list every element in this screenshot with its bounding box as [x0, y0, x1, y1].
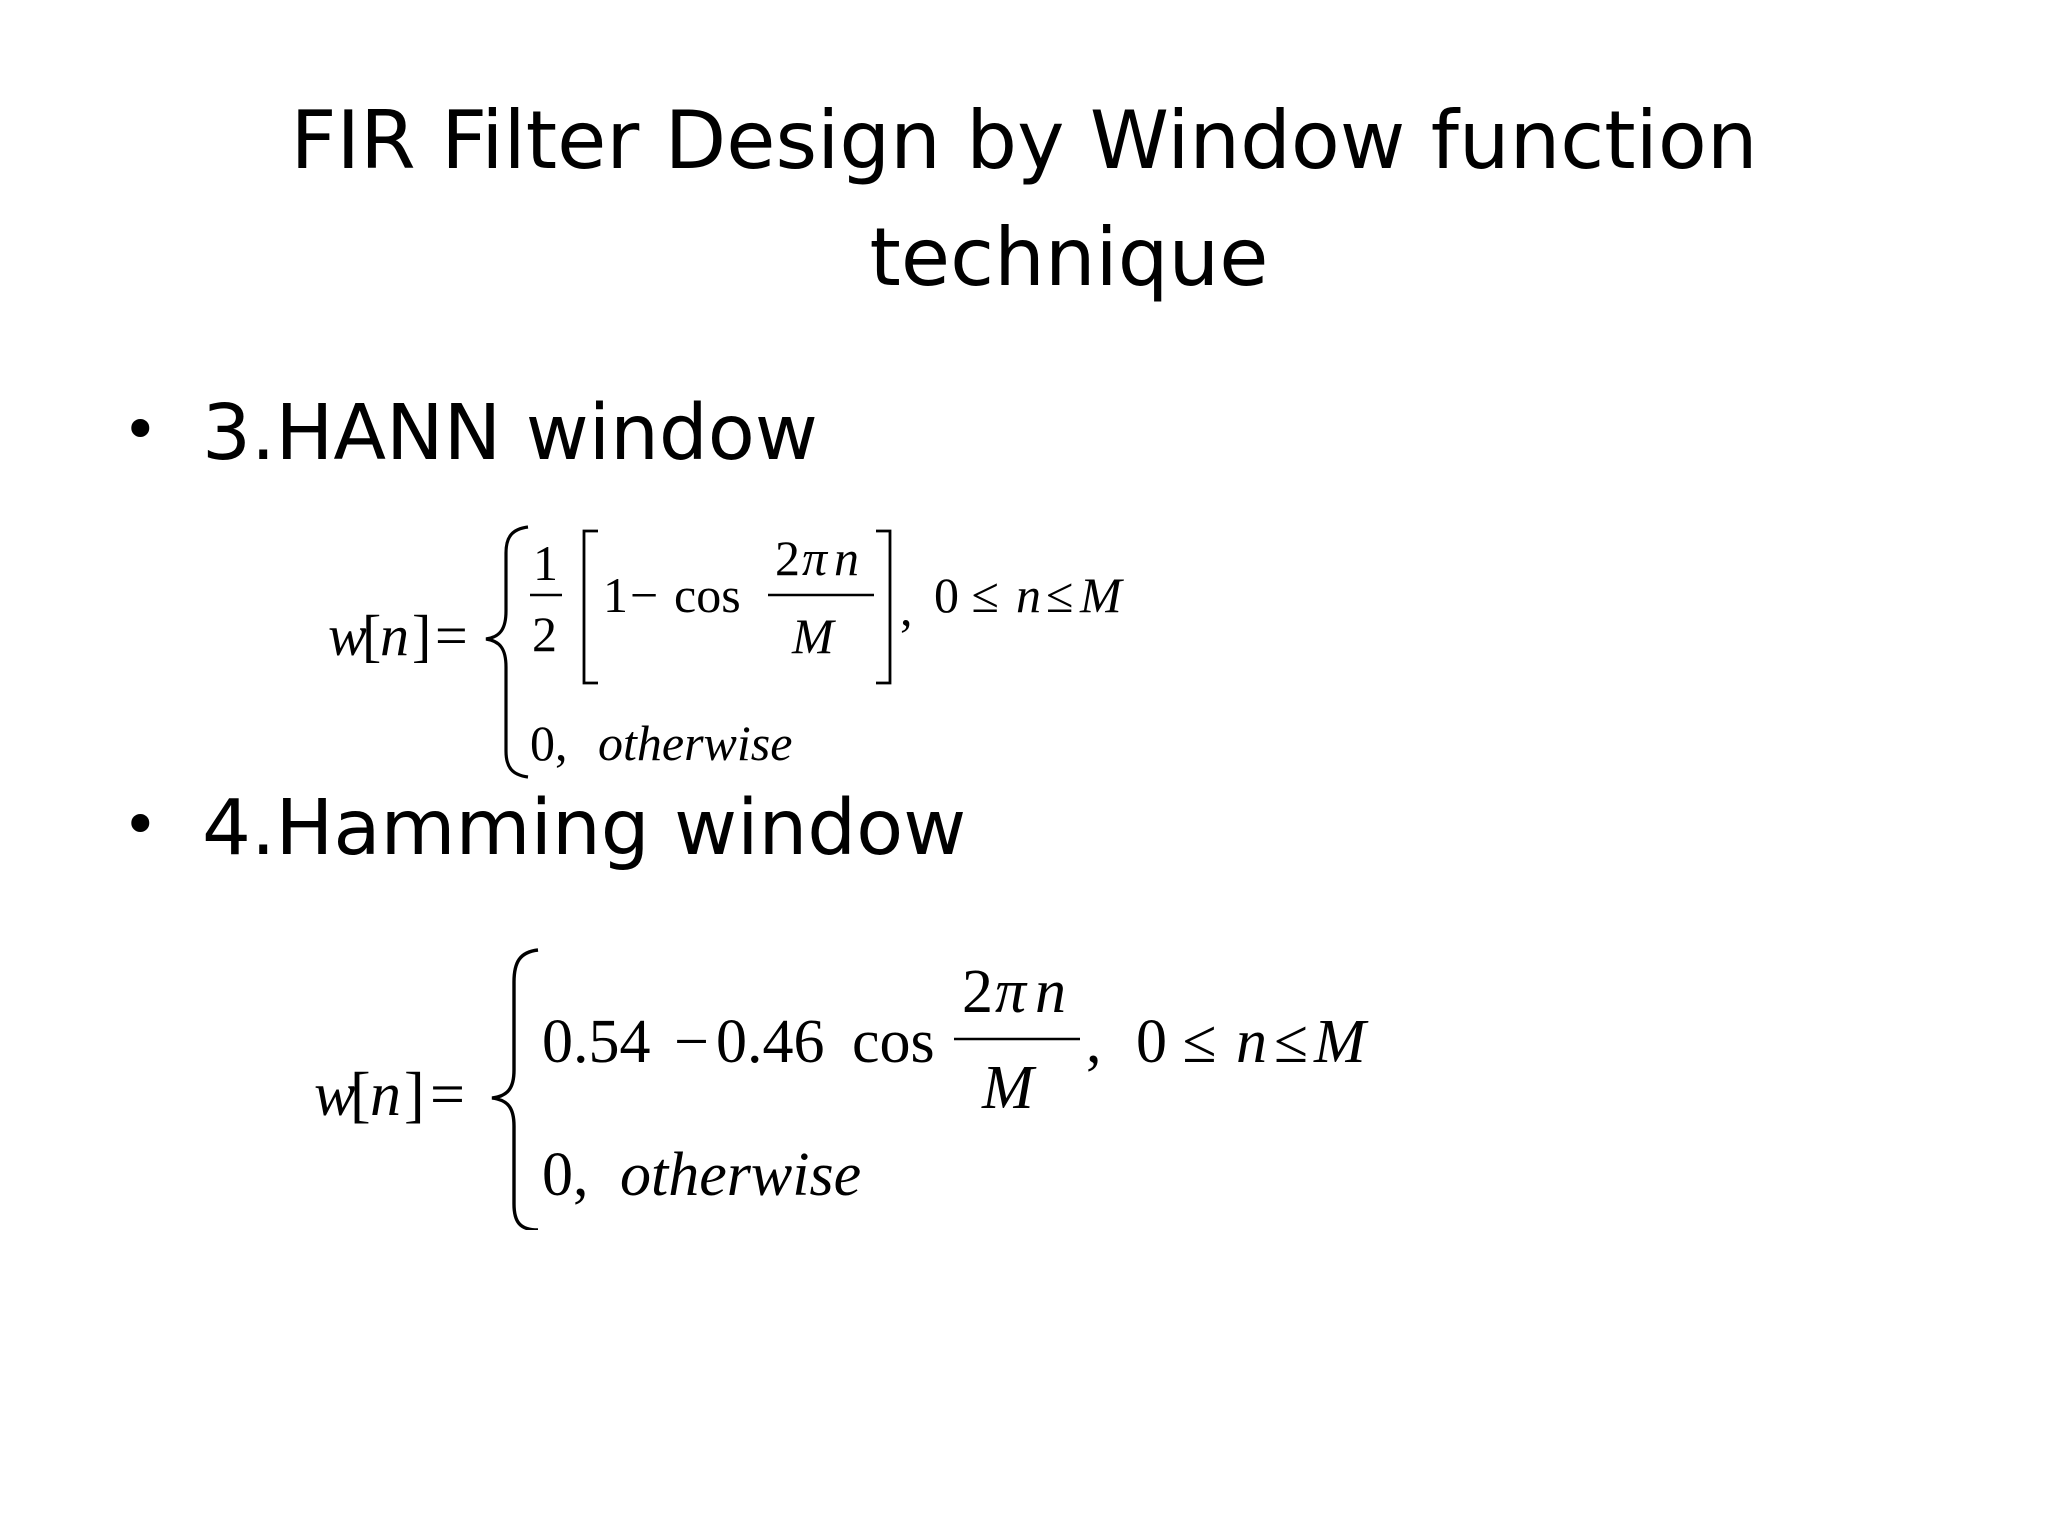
hann-formula-svg: w [ n ] = 1 2 1 − cos 2 π n M , 0 ≤ n ≤ … — [328, 525, 1124, 779]
hamming-lhs-w: w — [314, 1061, 355, 1129]
hann-lhs-w: w — [328, 603, 367, 668]
hann-lhs-n: n — [380, 603, 409, 668]
hamming-frac-num-n: n — [1035, 958, 1066, 1026]
bullet-marker: • — [122, 393, 159, 466]
hamming-case2-otherwise: otherwise — [620, 1141, 861, 1209]
hamming-condition-zero-le: 0 ≤ — [1136, 1008, 1217, 1076]
hann-half-numerator: 1 — [533, 535, 558, 591]
hann-window-formula: w [ n ] = 1 2 1 − cos 2 π n M , 0 ≤ n ≤ … — [300, 515, 1230, 790]
hann-cos: cos — [674, 567, 741, 623]
hamming-frac-den-m: M — [981, 1054, 1037, 1122]
hann-right-square-bracket — [876, 529, 892, 685]
bullet-label-hann: 3.HANN window — [202, 389, 818, 478]
hamming-formula-svg: w [ n ] = 0.54 − 0.46 cos 2 π n M , 0 ≤ … — [314, 948, 1369, 1232]
hamming-lhs-rbracket: ] — [404, 1061, 425, 1129]
hann-minus-sign: − — [630, 567, 658, 623]
hann-condition-n: n — [1016, 567, 1041, 623]
hamming-cos: cos — [852, 1008, 935, 1076]
hamming-equals-sign: = — [430, 1061, 465, 1129]
slide-title-line-1: FIR Filter Design by Window function — [290, 94, 1758, 187]
hann-equals-sign: = — [435, 603, 468, 668]
hamming-case2-zero: 0, — [542, 1141, 589, 1209]
hann-lhs-lbracket: [ — [362, 603, 381, 668]
bullet-hamming-window: • 4.Hamming window — [122, 780, 966, 874]
slide-title: FIR Filter Design by Window function tec… — [0, 82, 2048, 316]
hamming-lhs-n: n — [370, 1061, 401, 1129]
hamming-frac-num-two: 2 — [962, 958, 993, 1026]
hann-condition-zero-le: 0 ≤ — [934, 567, 999, 623]
bullet-hann-window: • 3.HANN window — [122, 385, 818, 479]
hann-frac-num-pi: π — [802, 530, 829, 586]
hann-frac-num-two: 2 — [775, 530, 800, 586]
hamming-window-formula: w [ n ] = 0.54 − 0.46 cos 2 π n M , 0 ≤ … — [290, 940, 1440, 1235]
hamming-coef-b: 0.46 — [716, 1008, 825, 1076]
hann-left-square-bracket — [582, 529, 598, 685]
hamming-left-brace — [491, 948, 539, 1232]
hamming-condition-m: M — [1313, 1008, 1369, 1076]
hann-half-denominator: 2 — [532, 606, 557, 662]
hann-comma: , — [900, 580, 913, 636]
bullet-marker: • — [122, 788, 159, 861]
hamming-coef-a: 0.54 — [542, 1008, 651, 1076]
hann-case2-otherwise: otherwise — [598, 715, 792, 771]
hamming-condition-le: ≤ — [1274, 1008, 1308, 1076]
hann-condition-le: ≤ — [1046, 567, 1073, 623]
hann-condition-m: M — [1079, 567, 1124, 623]
hann-frac-num-n: n — [834, 530, 859, 586]
hann-left-brace — [485, 525, 529, 779]
hann-case2-zero: 0, — [530, 715, 568, 771]
bullet-label-hamming: 4.Hamming window — [202, 784, 967, 873]
hann-lhs-rbracket: ] — [412, 603, 431, 668]
hann-one: 1 — [603, 567, 628, 623]
slide-title-line-2: technique — [869, 211, 1269, 304]
hamming-comma: , — [1086, 1008, 1102, 1076]
hamming-lhs-lbracket: [ — [350, 1061, 371, 1129]
hamming-frac-num-pi: π — [995, 958, 1028, 1026]
hamming-minus-sign: − — [674, 1008, 709, 1076]
hamming-condition-n: n — [1236, 1008, 1267, 1076]
hann-frac-den-m: M — [791, 608, 836, 664]
